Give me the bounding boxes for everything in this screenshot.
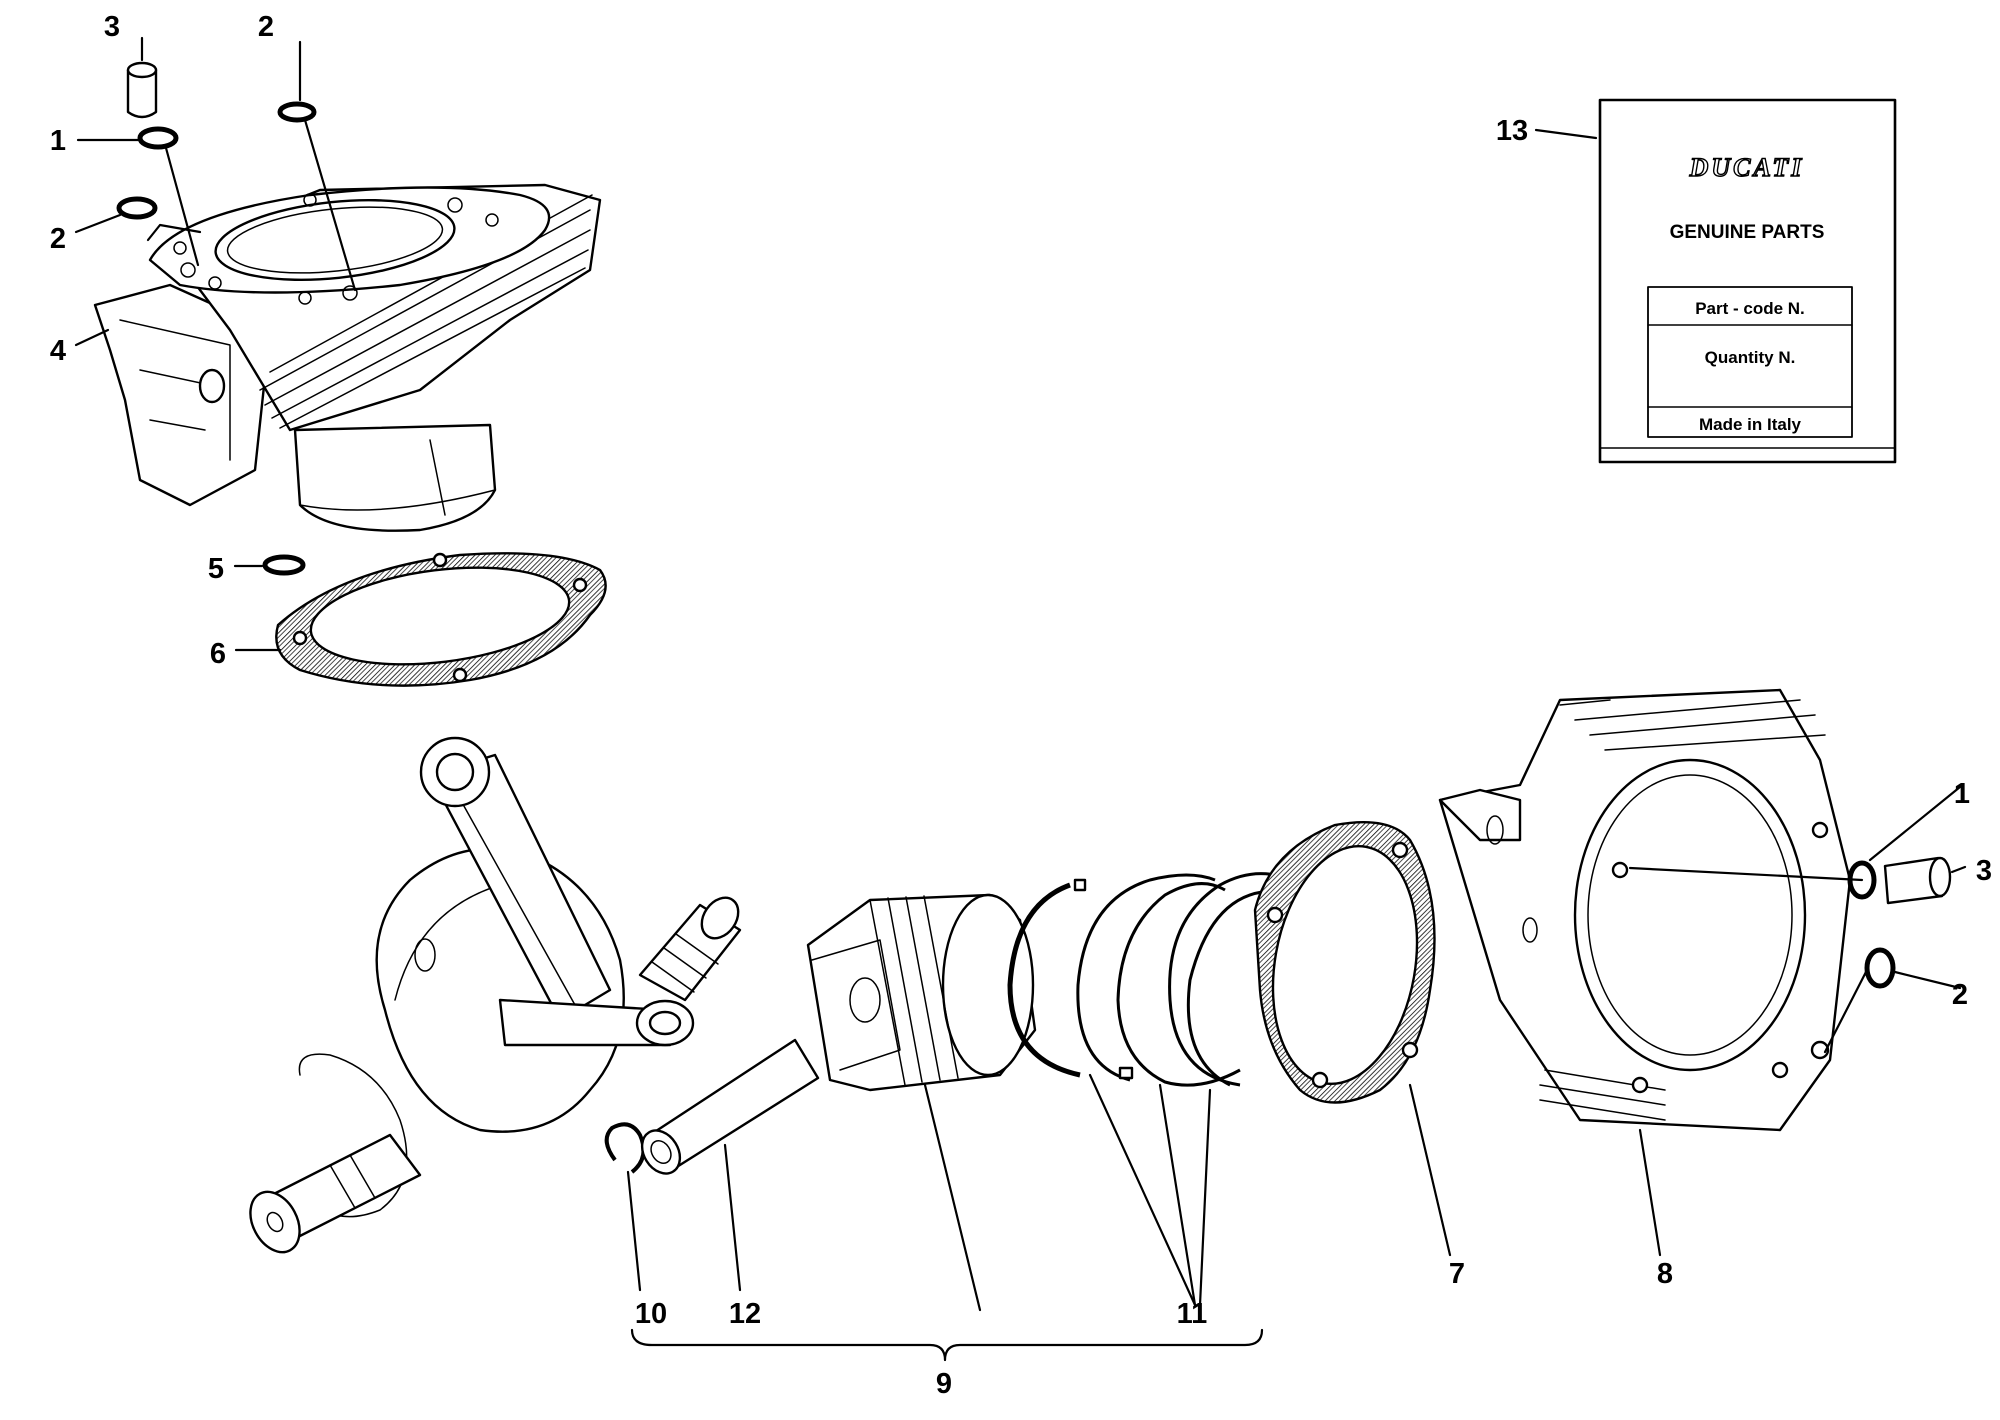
callout-8: 8 — [1657, 1258, 1673, 1290]
callout-10: 10 — [635, 1298, 667, 1330]
callout-1-top: 1 — [50, 125, 66, 157]
dowel-sleeve-right — [1883, 856, 1952, 905]
head-gasket-7 — [1253, 820, 1436, 1104]
cylinder-top-left — [93, 183, 602, 532]
tag-row-origin: Made in Italy — [1699, 415, 1802, 434]
leader-lines — [74, 36, 1967, 1312]
base-gasket-6 — [275, 552, 607, 687]
callout-2-left: 2 — [50, 223, 66, 255]
callout-7: 7 — [1449, 1258, 1465, 1290]
callout-2-top: 2 — [258, 11, 274, 43]
callout-5: 5 — [208, 553, 224, 585]
piston-rings-11 — [1007, 872, 1311, 1087]
callout-12: 12 — [729, 1298, 761, 1330]
crankshaft-assembly — [249, 736, 742, 1254]
callout-9: 9 — [936, 1368, 952, 1400]
tag-subtitle: GENUINE PARTS — [1670, 222, 1825, 243]
o-ring-2-top — [277, 101, 317, 123]
callout-2-right: 2 — [1952, 979, 1968, 1011]
o-ring-5 — [262, 554, 306, 576]
o-ring-1-top — [137, 126, 179, 150]
callout-11: 11 — [1177, 1298, 1208, 1330]
assembly-bracket-9 — [630, 1328, 1264, 1362]
callout-6: 6 — [210, 638, 226, 670]
genuine-parts-tag: DUCATI GENUINE PARTS Part - code N. Quan… — [1598, 98, 1897, 464]
dowel-sleeve-top — [126, 61, 158, 119]
callout-4: 4 — [50, 335, 66, 367]
callout-13: 13 — [1496, 115, 1528, 147]
circlip-10 — [604, 1122, 646, 1174]
tag-row-part-code: Part - code N. — [1695, 299, 1805, 318]
tag-brand: DUCATI — [1689, 153, 1805, 182]
o-ring-2-left — [116, 196, 158, 220]
tag-row-quantity: Quantity N. — [1705, 348, 1796, 367]
callout-1-right: 1 — [1954, 778, 1970, 810]
callout-3-right: 3 — [1976, 855, 1992, 887]
o-ring-2-right — [1864, 947, 1896, 989]
piston-9 — [806, 893, 1037, 1092]
wrist-pin-12 — [640, 1038, 820, 1175]
cylinder-8 — [1438, 688, 1852, 1132]
callout-numbers: 3 2 1 2 4 5 6 13 1 3 2 7 8 10 12 11 9 — [50, 11, 1992, 1400]
callout-3-top: 3 — [104, 11, 120, 43]
